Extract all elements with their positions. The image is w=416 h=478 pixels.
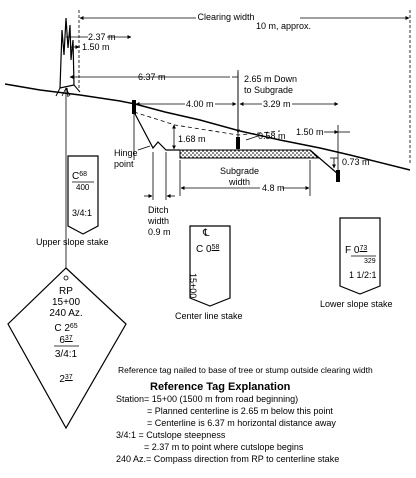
down-to-subgrade-label: 2.65 m Down to Subgrade — [244, 74, 298, 95]
dim-058-label: 0.58 m — [258, 131, 286, 141]
clearing-width-label: Clearing width — [197, 12, 255, 22]
tree-stump — [59, 17, 75, 89]
dim-237-label: 2.37 m — [88, 32, 116, 42]
center-stake-station: 15+00 — [188, 273, 198, 299]
upper-stake-c: C68 — [72, 171, 88, 182]
upper-stake-marker — [132, 100, 136, 114]
dim-150-top-label: 1.50 m — [82, 42, 110, 52]
center-stake-marker — [236, 137, 240, 149]
explanation-title: Reference Tag Explanation — [150, 381, 291, 393]
dim-48-label: 4.8 m — [262, 183, 285, 193]
tag-az: 240 Az. — [49, 308, 83, 319]
subgrade-width-label: Subgrade width — [220, 166, 260, 187]
tag-slope: 3/4:1 — [54, 349, 78, 360]
ditch-width-label: Ditch width 0.9 m — [148, 205, 171, 237]
fillslope — [309, 149, 339, 175]
roadbed — [179, 149, 320, 159]
dim-168-label: 1.68 m — [178, 134, 206, 144]
tag-bottom: 237 — [59, 374, 73, 385]
explanation-line-6: 240 Az.= Compass direction from RP to ce… — [116, 454, 340, 464]
dim-400-label: 4.00 m — [185, 99, 215, 109]
upper-stake-den: 400 — [76, 183, 90, 192]
explanation-line-2: = Planned centerline is 2.65 m below thi… — [147, 406, 333, 416]
center-stake-caption: Center line stake — [175, 311, 243, 321]
explanation-line-3: = Centerline is 6.37 m horizontal distan… — [147, 418, 336, 428]
tag-c-frac-top: C 265 — [54, 323, 78, 334]
lower-stake-f: F 073 — [345, 245, 368, 256]
lower-stake-marker — [336, 170, 340, 182]
tag-rp: RP — [59, 286, 73, 297]
explanation-line-4: 3/4:1 = Cutslope steepness — [116, 430, 226, 440]
lower-stake-slope: 1 1/2:1 — [349, 270, 377, 280]
dim-637-label: 6.37 m — [138, 72, 166, 82]
center-stake-c: C 058 — [196, 244, 220, 255]
tag-c-frac-bot: 637 — [59, 335, 73, 346]
center-stake-cl: ℄ — [203, 228, 210, 239]
explanation-line-1: Station= 15+00 (1500 m from road beginni… — [116, 394, 299, 404]
dim-329-label: 3.29 m — [262, 99, 292, 109]
dim-150-right-label: 1.50 m — [296, 127, 324, 137]
original-ground-line — [4, 83, 411, 171]
reference-tag-diamond — [7, 267, 127, 430]
tag-station: 15+00 — [51, 297, 81, 308]
upper-stake-caption: Upper slope stake — [36, 237, 109, 247]
dim-073-label: 0.73 m — [342, 157, 370, 167]
hinge-point-label: Hinge point — [114, 148, 138, 169]
upper-stake-slope: 3/4:1 — [72, 208, 93, 218]
ten-m-label: 10 m, approx. — [256, 21, 312, 31]
upper-slope-stake — [67, 155, 99, 235]
reference-note: Reference tag nailed to base of tree or … — [118, 365, 373, 375]
cutslope-ditch — [133, 111, 180, 151]
design-grade-dashed — [133, 111, 281, 136]
center-line-stake — [189, 225, 231, 307]
lower-stake-caption: Lower slope stake — [320, 299, 393, 309]
explanation-line-5: = 2.37 m to point where cutslope begins — [144, 442, 304, 452]
lower-stake-den: 329 — [364, 258, 376, 265]
